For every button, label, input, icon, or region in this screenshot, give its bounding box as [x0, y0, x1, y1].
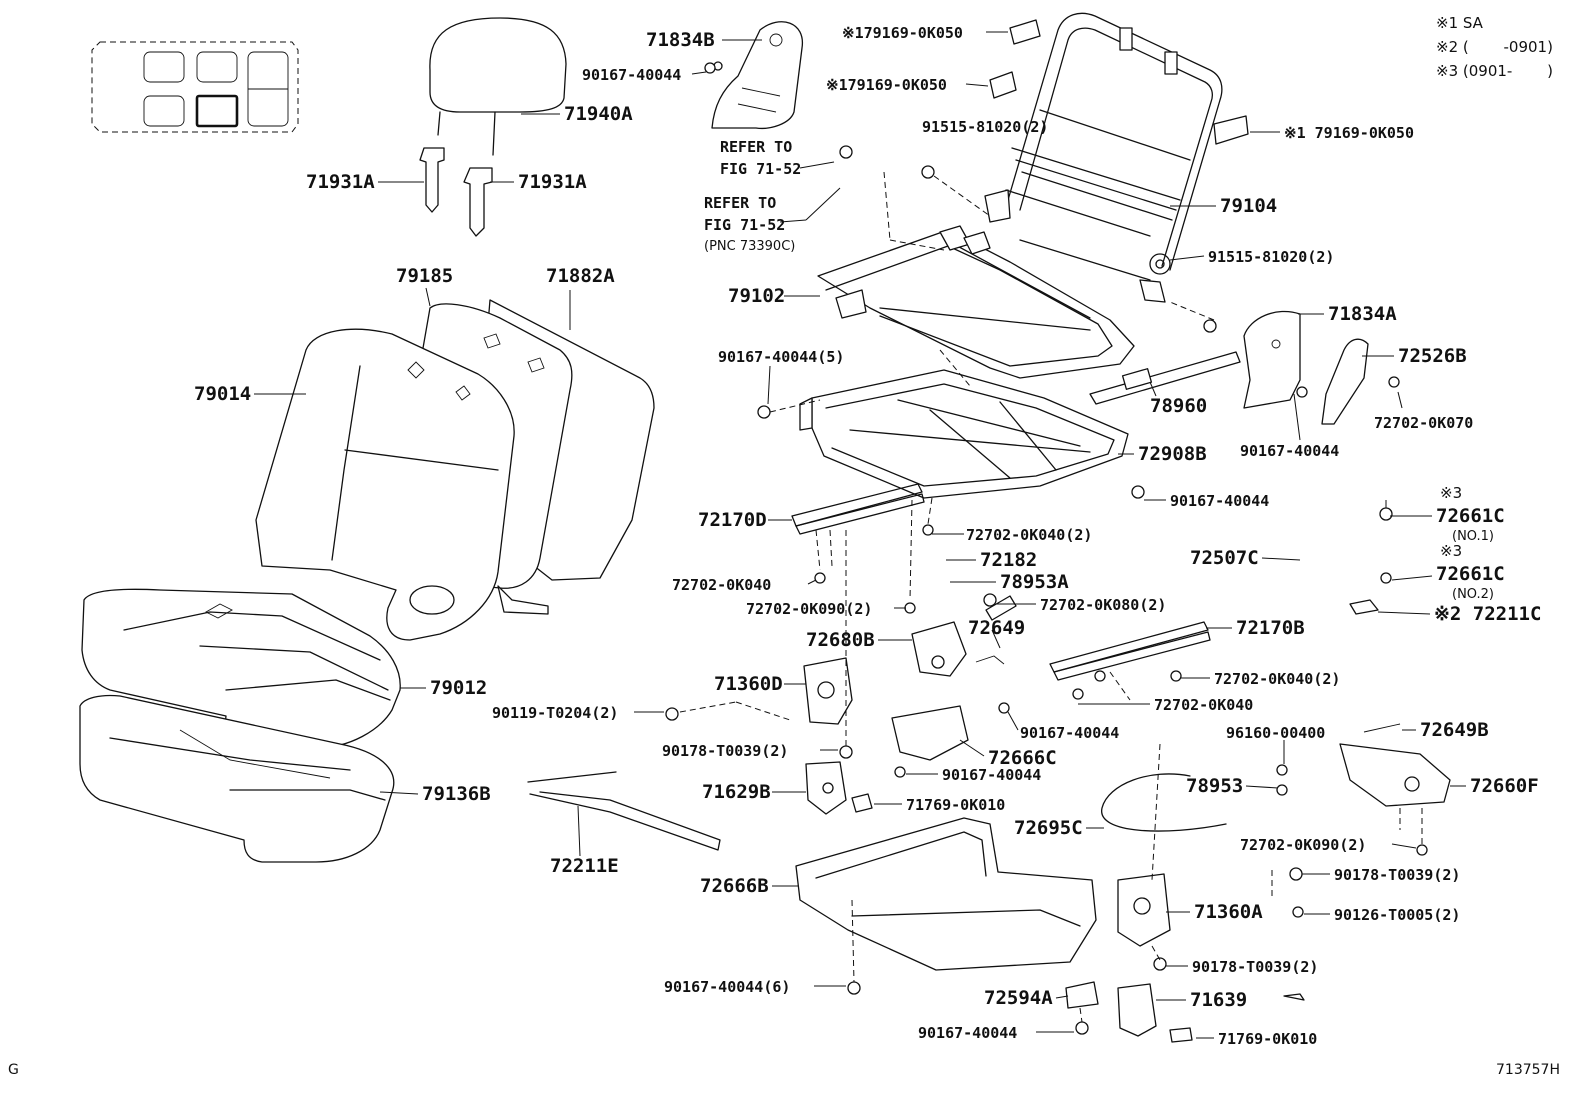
part-label: 72507C	[1190, 547, 1259, 569]
part-label: 72908B	[1138, 443, 1207, 465]
headrest-drawing	[419, 17, 567, 237]
part-label: 78953A	[1000, 571, 1069, 593]
part-label: 72702-0K040(2)	[1214, 670, 1340, 688]
part-label: 72526B	[1398, 345, 1467, 367]
refer-to-label: REFER TO	[720, 138, 792, 156]
part-label: 71629B	[702, 781, 771, 803]
seat-cushion-drawing	[79, 588, 401, 863]
part-label: 90178-T0039(2)	[1192, 958, 1318, 976]
refer-pnc-label: (PNC 73390C)	[704, 239, 795, 254]
part-label: ※3	[1440, 542, 1462, 560]
seat-position-locator	[91, 41, 299, 133]
part-label: ※179169-0K050	[826, 76, 947, 94]
seat-back-frame-drawing	[984, 12, 1249, 303]
part-label: 96160-00400	[1226, 724, 1325, 742]
part-label: 72649	[968, 617, 1025, 639]
part-label: 71769-0K010	[906, 796, 1005, 814]
part-label: 71360D	[714, 673, 783, 695]
part-label: 72182	[980, 549, 1037, 571]
adjuster-mechanism-drawing	[803, 621, 1451, 947]
cushion-frame-72908b-drawing	[799, 369, 1129, 499]
part-label: 72702-0K090(2)	[1240, 836, 1366, 854]
part-label: 90167-40044(6)	[664, 978, 790, 996]
part-label: 72170D	[698, 509, 767, 531]
part-label: ※2 72211C	[1434, 603, 1541, 625]
part-label: 78953	[1186, 775, 1243, 797]
side-cover-71834b-drawing	[711, 21, 803, 130]
part-label: 72702-0K040	[1154, 696, 1253, 714]
part-label: 72702-0K040	[672, 576, 771, 594]
part-label: 71360A	[1194, 901, 1263, 923]
seat-rail-drawing	[791, 483, 1211, 681]
part-label: 78960	[1150, 395, 1207, 417]
part-label: 90167-40044	[582, 66, 681, 84]
part-label: (NO.2)	[1452, 587, 1494, 602]
part-label: 72680B	[806, 629, 875, 651]
refer-to-label: REFER TO	[704, 194, 776, 212]
part-label: 71882A	[546, 265, 615, 287]
part-label: 90167-40044	[942, 766, 1041, 784]
part-label: 71639	[1190, 989, 1247, 1011]
part-label: 72661C	[1436, 563, 1505, 585]
part-label: ※1 79169-0K050	[1284, 124, 1414, 142]
part-label: 90167-40044	[1020, 724, 1119, 742]
part-label: 79185	[396, 265, 453, 287]
part-label: 90167-40044(5)	[718, 348, 844, 366]
part-label: 90126-T0005(2)	[1334, 906, 1460, 924]
part-label: 79104	[1220, 195, 1277, 217]
part-label: 72695C	[1014, 817, 1083, 839]
seat-back-pad-drawing	[255, 299, 655, 641]
part-label: 72660F	[1470, 775, 1539, 797]
assembly-lines	[679, 171, 1423, 1023]
fasteners-drawing	[665, 62, 1428, 1043]
part-label: 71931A	[518, 171, 587, 193]
part-label: 72594A	[984, 987, 1053, 1009]
part-label: 72661C	[1436, 505, 1505, 527]
part-label: 90167-40044	[1240, 442, 1339, 460]
part-label: 71931A	[306, 171, 375, 193]
part-label: 71834A	[1328, 303, 1397, 325]
cushion-frame-79102-drawing	[817, 225, 1135, 379]
refer-fig-label: FIG 71-52	[704, 216, 785, 234]
note-3: ※3 (0901- )	[1436, 62, 1553, 80]
side-cover-71834a-drawing	[1243, 310, 1369, 425]
part-label: 72211E	[550, 855, 619, 877]
part-label: 79014	[194, 383, 251, 405]
refer-fig-label: FIG 71-52	[720, 160, 801, 178]
part-label: 72666C	[988, 747, 1057, 769]
part-label: 71769-0K010	[1218, 1030, 1317, 1048]
part-label: 72170B	[1236, 617, 1305, 639]
lower-cover-drawing	[795, 761, 1157, 1037]
part-label: 72702-0K090(2)	[746, 600, 872, 618]
part-label: 90178-T0039(2)	[662, 742, 788, 760]
figure-id: 713757H	[1496, 1062, 1560, 1078]
part-label: 71940A	[564, 103, 633, 125]
part-label: ※179169-0K050	[842, 24, 963, 42]
cables-drawing	[527, 655, 1401, 851]
part-label: 79012	[430, 677, 487, 699]
part-label: 90167-40044	[918, 1024, 1017, 1042]
part-label: 79136B	[422, 783, 491, 805]
strap-78960-drawing	[1089, 351, 1241, 405]
part-label: 72702-0K040(2)	[966, 526, 1092, 544]
part-label: 91515-81020(2)	[922, 118, 1048, 136]
part-label: ※3	[1440, 484, 1462, 502]
note-1: ※1 SA	[1436, 14, 1484, 32]
part-label: 79102	[728, 285, 785, 307]
part-label: 90178-T0039(2)	[1334, 866, 1460, 884]
part-label: 90167-40044	[1170, 492, 1269, 510]
part-label: (NO.1)	[1452, 529, 1494, 544]
part-label: 72649B	[1420, 719, 1489, 741]
part-label: 71834B	[646, 29, 715, 51]
part-label: 90119-T0204(2)	[492, 704, 618, 722]
page-code: G	[8, 1062, 19, 1078]
leader-lines	[254, 31, 1466, 1039]
part-label: 72702-0K070	[1374, 414, 1473, 432]
note-2: ※2 ( -0901)	[1436, 38, 1553, 56]
part-label: 72666B	[700, 875, 769, 897]
part-label: 91515-81020(2)	[1208, 248, 1334, 266]
part-label: 72702-0K080(2)	[1040, 596, 1166, 614]
